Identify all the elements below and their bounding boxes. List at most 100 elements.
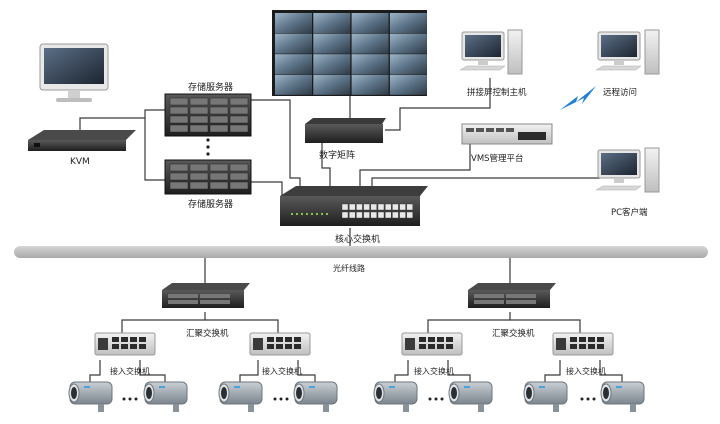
core-switch-port bbox=[341, 211, 349, 219]
core-switch-port bbox=[349, 211, 356, 219]
remote-access-workstation-icon bbox=[595, 29, 660, 75]
video-wall-tile bbox=[313, 33, 351, 54]
aggregation-switch-right-label: 汇聚交换机 bbox=[492, 329, 535, 339]
storage-server-top-icon bbox=[164, 93, 252, 137]
access-switch-4-icon bbox=[552, 332, 614, 356]
camera-6-icon bbox=[448, 381, 493, 412]
core-switch-led bbox=[310, 212, 314, 216]
line-storage-bottom-core bbox=[250, 181, 290, 196]
splice-host-workstation-icon bbox=[459, 29, 523, 75]
core-switch-label: 核心交换机 bbox=[335, 235, 381, 245]
line-matrix-core bbox=[321, 143, 331, 188]
line-host-matrix bbox=[385, 78, 491, 131]
access-switch-3-label: 接入交换机 bbox=[414, 367, 454, 376]
core-switch-port bbox=[363, 203, 370, 211]
line-access4-cam-b bbox=[599, 360, 623, 382]
core-switch-port bbox=[377, 203, 385, 211]
camera-4-icon bbox=[293, 381, 338, 412]
kvm-console-icon bbox=[28, 130, 136, 151]
core-switch-port bbox=[392, 203, 399, 211]
aggregation-switch-left-label: 汇聚交换机 bbox=[186, 329, 229, 339]
core-switch-port bbox=[349, 203, 356, 211]
line-access3-cam-a bbox=[394, 360, 409, 382]
access-switch-1-icon bbox=[94, 332, 156, 356]
core-switch-port bbox=[399, 211, 406, 219]
line-kvm-storage-bottom bbox=[144, 118, 165, 181]
fiber-backbone-bar bbox=[14, 246, 708, 258]
access-switch-2-icon bbox=[249, 332, 311, 356]
camera-2-icon bbox=[143, 381, 188, 412]
cameras bbox=[68, 381, 645, 412]
camera-5-icon bbox=[373, 381, 418, 412]
video-wall-tile bbox=[351, 33, 389, 54]
line-agg-left-access-2 bbox=[205, 319, 279, 333]
video-wall-tile bbox=[313, 54, 351, 75]
access-switch-3-icon bbox=[401, 332, 463, 356]
access-switch-4-label: 接入交换机 bbox=[566, 367, 606, 376]
video-wall-tile bbox=[389, 33, 427, 54]
video-wall-tile bbox=[275, 74, 312, 95]
storage-server-bottom-icon bbox=[164, 159, 252, 195]
core-switch-port bbox=[356, 211, 363, 219]
storage-server-top-label: 存储服务器 bbox=[188, 83, 234, 93]
core-switch-led bbox=[290, 212, 294, 216]
video-wall-tile bbox=[313, 13, 351, 33]
core-switch-icon bbox=[280, 186, 428, 226]
splice-host-label: 拼接屏控制主机 bbox=[467, 88, 527, 98]
vms-platform-label: VMS管理平台 bbox=[471, 154, 524, 164]
vms-server-icon bbox=[461, 123, 553, 145]
core-switch-port bbox=[370, 211, 377, 219]
core-switch-port bbox=[377, 211, 385, 219]
video-wall-tile bbox=[389, 74, 427, 95]
line-kvm-storage-top bbox=[79, 109, 165, 130]
core-switch-port bbox=[363, 211, 370, 219]
core-switch-led bbox=[305, 212, 309, 216]
core-switch-port bbox=[406, 211, 413, 219]
video-wall-tile bbox=[389, 13, 427, 33]
video-wall-tile bbox=[275, 13, 312, 33]
line-vms-core bbox=[359, 142, 471, 188]
core-switch-port bbox=[385, 211, 392, 219]
storage-server-bottom-label: 存储服务器 bbox=[188, 200, 234, 210]
line-access3-cam-b bbox=[447, 360, 471, 382]
digital-matrix-icon bbox=[305, 118, 386, 143]
line-pc-core bbox=[371, 177, 600, 188]
core-switch-port bbox=[406, 203, 413, 211]
kvm-label: KVM bbox=[70, 157, 90, 167]
video-wall-tile bbox=[275, 54, 312, 75]
core-switch-port bbox=[399, 203, 406, 211]
video-wall-tile bbox=[389, 54, 427, 75]
camera-8-icon bbox=[600, 381, 645, 412]
core-switch-port bbox=[392, 211, 399, 219]
core-switch-led bbox=[325, 212, 329, 216]
core-switch-port bbox=[385, 203, 392, 211]
digital-matrix-label: 数字矩阵 bbox=[319, 151, 356, 161]
pc-client-workstation-icon bbox=[595, 147, 660, 193]
aggregation-switch-right-icon bbox=[468, 283, 556, 308]
camera-ellipsis-dots bbox=[122, 397, 596, 401]
video-wall-tile bbox=[351, 13, 389, 33]
remote-access-label: 远程访问 bbox=[603, 88, 638, 98]
access-switch-1-label: 接入交换机 bbox=[110, 367, 150, 376]
kvm-monitor-icon bbox=[39, 43, 109, 102]
wireless-lightning-icon bbox=[560, 86, 596, 110]
core-switch-port bbox=[370, 203, 377, 211]
video-wall-tile bbox=[351, 74, 389, 95]
fiber-line-label: 光纤线路 bbox=[333, 264, 365, 273]
aggregation-switch-left-icon bbox=[162, 283, 250, 308]
core-switch-led bbox=[320, 212, 324, 216]
video-wall-icon bbox=[272, 10, 427, 96]
camera-1-icon bbox=[68, 381, 113, 412]
storage-ellipsis-dots bbox=[206, 138, 210, 156]
line-access2-cam-a bbox=[239, 360, 259, 382]
line-access1-cam-a bbox=[89, 360, 101, 382]
line-access2-cam-b bbox=[297, 360, 316, 382]
pc-client-label: PC客户端 bbox=[611, 208, 648, 218]
line-agg-right-access-4 bbox=[510, 319, 581, 333]
line-access1-cam-b bbox=[139, 360, 166, 382]
access-switch-2-label: 接入交换机 bbox=[262, 367, 302, 376]
camera-3-icon bbox=[218, 381, 263, 412]
video-wall-tile bbox=[313, 74, 351, 95]
